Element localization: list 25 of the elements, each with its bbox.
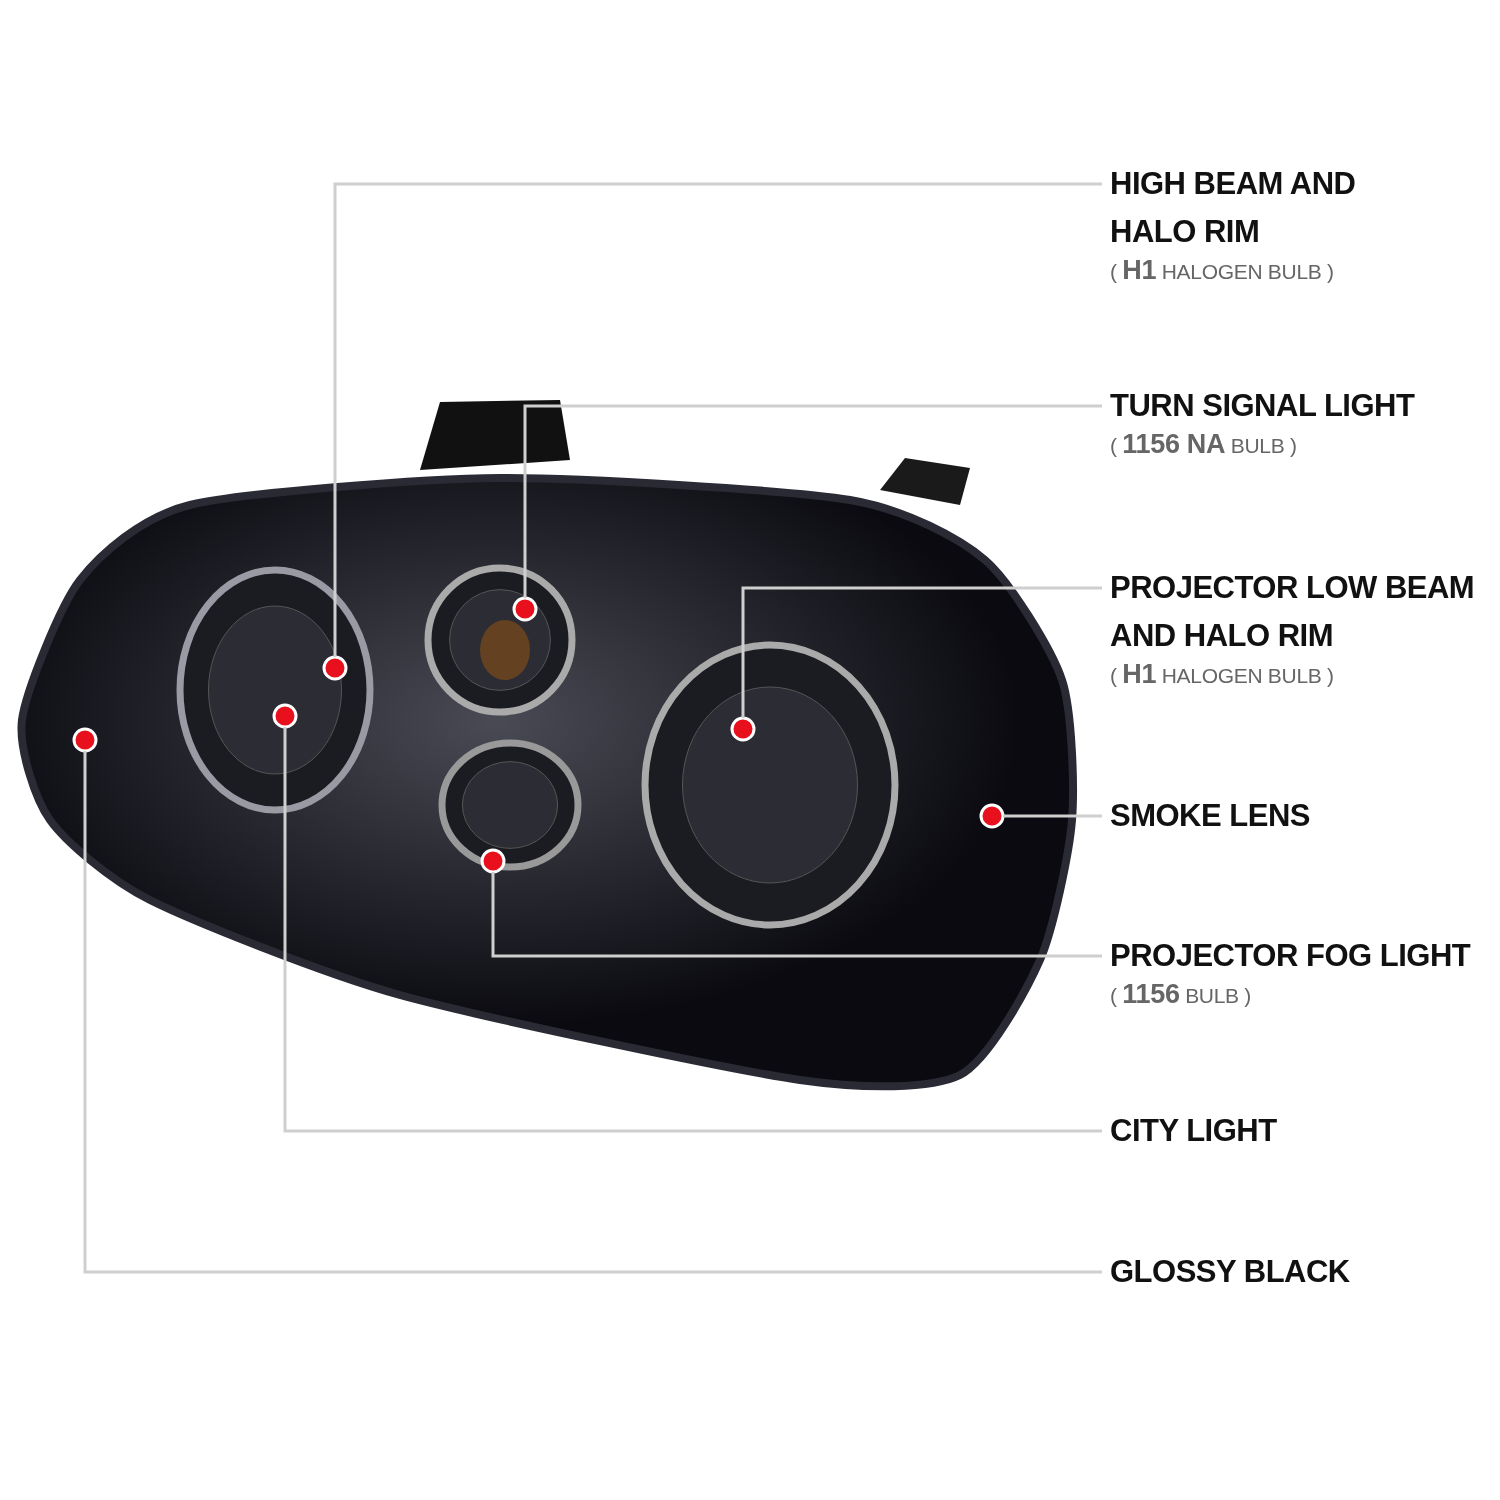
callout-dot xyxy=(272,703,298,729)
callout-dot xyxy=(730,716,756,742)
leader-line xyxy=(523,404,1102,598)
callout-label: CITY LIGHT xyxy=(1110,1112,1278,1150)
leader-line xyxy=(1003,814,1102,818)
callout-dot xyxy=(322,655,348,681)
callout-label: PROJECTOR LOW BEAM AND HALO RIM xyxy=(1110,569,1476,655)
bulb-note: ( 1156 BULB ) xyxy=(1110,980,1253,1010)
leader-line xyxy=(83,751,1102,1274)
callout-dot xyxy=(72,727,98,753)
callout-label: SMOKE LENS xyxy=(1110,797,1311,835)
callout-dot xyxy=(512,596,538,622)
bulb-note: ( H1 HALOGEN BULB ) xyxy=(1110,256,1335,286)
callout-label: GLOSSY BLACK xyxy=(1110,1253,1351,1291)
bulb-note: ( H1 HALOGEN BULB ) xyxy=(1110,660,1335,690)
leader-line xyxy=(333,182,1102,657)
leader-line xyxy=(491,872,1102,958)
callout-label: TURN SIGNAL LIGHT xyxy=(1110,387,1416,425)
bulb-note: ( 1156 NA BULB ) xyxy=(1110,430,1298,460)
callout-label: PROJECTOR FOG LIGHT xyxy=(1110,937,1472,975)
callout-dot xyxy=(480,848,506,874)
callout-dot xyxy=(979,803,1005,829)
leader-line xyxy=(283,727,1102,1133)
leader-line xyxy=(741,586,1102,718)
callout-label: HIGH BEAM AND HALO RIM xyxy=(1110,165,1357,251)
